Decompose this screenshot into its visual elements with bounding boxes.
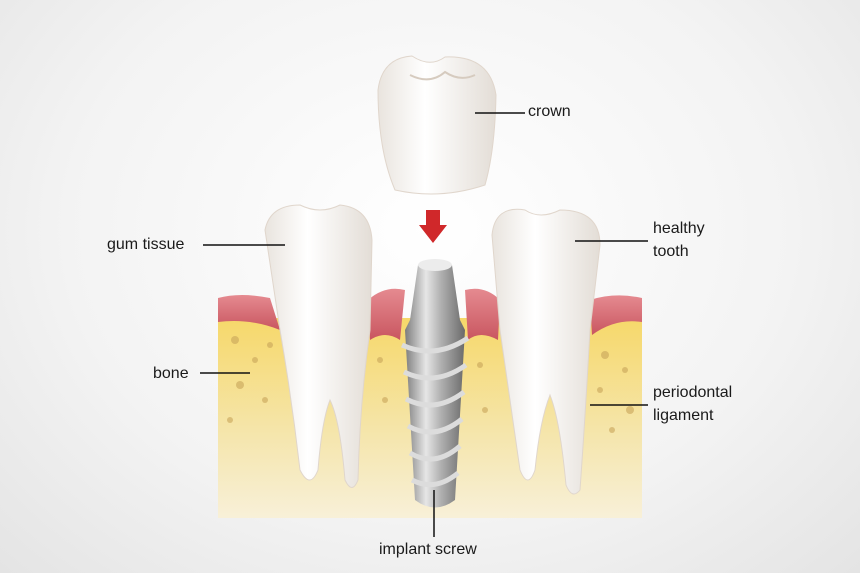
gum-tissue xyxy=(218,288,642,340)
label-line: tooth xyxy=(653,243,689,260)
implant-screw-shape xyxy=(400,259,470,508)
label-line: periodontal xyxy=(653,384,733,401)
right-tooth xyxy=(491,208,601,495)
label-line: healthy xyxy=(653,220,705,237)
label-gum-tissue: gum tissue xyxy=(107,236,185,253)
crown-shape xyxy=(377,55,497,195)
label-line: ligament xyxy=(653,407,714,424)
label-implant-screw: implant screw xyxy=(379,541,477,558)
label-healthy-tooth: healthy tooth xyxy=(653,217,705,263)
label-bone: bone xyxy=(153,365,189,382)
left-tooth xyxy=(264,204,373,488)
leader-lines xyxy=(200,112,648,537)
label-periodontal-ligament: periodontal ligament xyxy=(653,381,732,427)
down-arrow-icon xyxy=(419,210,447,243)
label-crown: crown xyxy=(528,103,571,120)
